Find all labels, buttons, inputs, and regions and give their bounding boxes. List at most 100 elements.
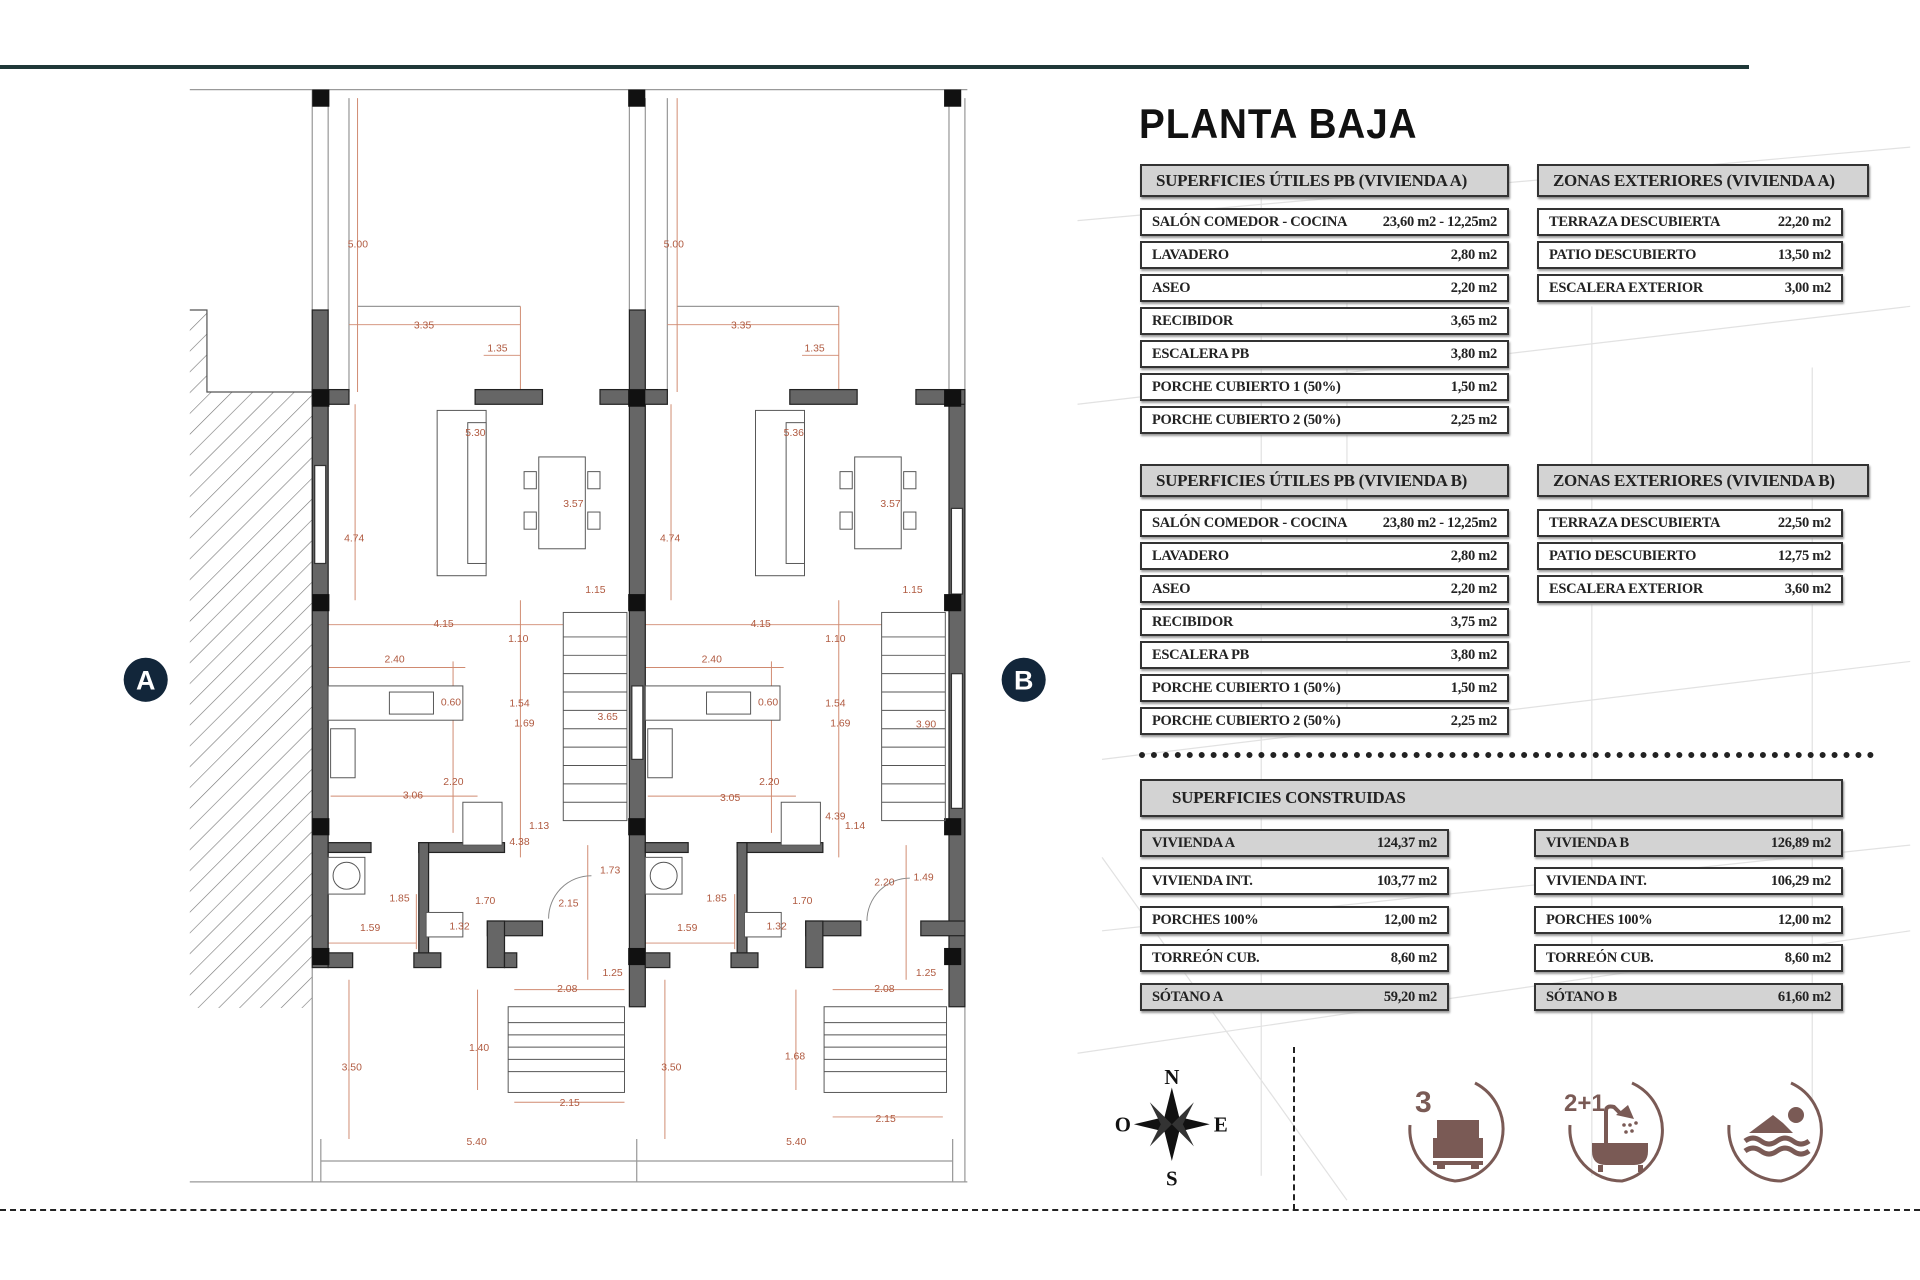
bedroom-icon: 3 xyxy=(1408,1081,1505,1183)
table-header-exterior-b: ZONAS EXTERIORES (VIVIENDA B) xyxy=(1537,464,1869,497)
dim-label: 3.06 xyxy=(403,791,423,802)
stairs xyxy=(507,611,948,1093)
top-rule xyxy=(0,65,1749,69)
dim-label: 1.49 xyxy=(913,873,933,884)
dim-label: 1.10 xyxy=(508,634,528,645)
svg-text:N: N xyxy=(1164,1065,1179,1089)
dim-label: 2.15 xyxy=(558,898,578,909)
vertical-dashed-divider xyxy=(1293,1047,1295,1210)
dim-label: 1.68 xyxy=(785,1051,805,1062)
dim-label: 1.32 xyxy=(449,922,469,933)
dim-label: 4.15 xyxy=(433,619,453,630)
dim-label: 1.54 xyxy=(509,699,529,710)
dim-label: 1.35 xyxy=(487,344,507,355)
dim-label: 2.08 xyxy=(557,984,577,995)
dim-label: 4.74 xyxy=(660,533,680,544)
dim-label: 3.35 xyxy=(731,320,751,331)
dim-label: 1.59 xyxy=(360,923,380,934)
bathroom-icon: 2+1 xyxy=(1564,1081,1664,1183)
dim-label: 3.90 xyxy=(916,720,936,731)
table-row: PORCHES 100%12,00 m2 xyxy=(1140,906,1449,934)
dim-label: 1.40 xyxy=(469,1043,489,1054)
dim-label: 1.35 xyxy=(804,344,824,355)
dim-label: 2.15 xyxy=(560,1098,580,1109)
dim-label: 1.69 xyxy=(830,718,850,729)
dim-label: 2.08 xyxy=(874,984,894,995)
table-row: PORCHE CUBIERTO 2 (50%)2,25 m2 xyxy=(1140,707,1509,735)
dim-label: 4.15 xyxy=(751,619,771,630)
dim-label: 1.59 xyxy=(677,923,697,934)
table-header-vivienda-a: SUPERFICIES ÚTILES PB (VIVIENDA A) xyxy=(1140,164,1509,197)
svg-text:E: E xyxy=(1214,1113,1228,1137)
marker-b: B xyxy=(1001,657,1046,702)
compass-rose: N S E O xyxy=(1115,1065,1228,1191)
dim-label: 1.54 xyxy=(825,699,845,710)
svg-text:B: B xyxy=(1014,666,1033,696)
table-header-vivienda-b: SUPERFICIES ÚTILES PB (VIVIENDA B) xyxy=(1140,464,1509,497)
page-title: PLANTA BAJA xyxy=(1139,100,1418,147)
dim-label: 4.39 xyxy=(825,811,845,822)
dim-label: 5.00 xyxy=(348,240,368,251)
dim-label: 5.36 xyxy=(784,428,804,439)
dim-label: 1.70 xyxy=(792,896,812,907)
svg-text:2+1: 2+1 xyxy=(1564,1090,1605,1117)
dim-label: 1.15 xyxy=(902,585,922,596)
marker-a: A xyxy=(123,657,168,702)
table-row: VIVIENDA INT.103,77 m2 xyxy=(1140,867,1449,895)
furniture xyxy=(327,409,917,938)
dim-label: 1.85 xyxy=(707,893,727,904)
svg-text:S: S xyxy=(1166,1167,1178,1191)
dim-label: 1.32 xyxy=(767,922,787,933)
dim-label: 3.57 xyxy=(563,499,583,510)
svg-text:A: A xyxy=(136,666,155,696)
dim-label: 2.20 xyxy=(443,777,463,788)
dim-label: 0.60 xyxy=(441,698,461,709)
dim-label: 3.65 xyxy=(598,712,618,723)
dim-label: 3.50 xyxy=(342,1062,362,1073)
dim-label: 3.50 xyxy=(661,1062,681,1073)
hatched-ground xyxy=(189,392,313,1008)
dim-label: 1.14 xyxy=(845,821,865,832)
dim-label: 2.40 xyxy=(702,655,722,666)
table-header-exterior-a: ZONAS EXTERIORES (VIVIENDA A) xyxy=(1537,164,1869,197)
dim-label: 3.57 xyxy=(880,499,900,510)
dim-label: 3.05 xyxy=(720,793,740,804)
table-row: PORCHE CUBIERTO 2 (50%)2,25 m2 xyxy=(1140,406,1509,434)
bottom-dashed-rule xyxy=(0,1209,1920,1211)
dim-label: 2.20 xyxy=(874,878,894,889)
dim-label: 2.20 xyxy=(759,777,779,788)
dim-label: 1.15 xyxy=(585,585,605,596)
dotted-divider xyxy=(1139,752,1874,758)
svg-text:O: O xyxy=(1115,1113,1131,1137)
table-row: TORREÓN CUB.8,60 m2 xyxy=(1534,944,1843,972)
dim-label: 1.13 xyxy=(529,821,549,832)
table-header-construidas: SUPERFICIES CONSTRUIDAS xyxy=(1140,779,1843,817)
dim-label: 3.35 xyxy=(414,320,434,331)
dim-label: 4.74 xyxy=(344,533,364,544)
table-row: PORCHE CUBIERTO 1 (50%)1,50 m2 xyxy=(1140,674,1509,702)
dim-label: 1.73 xyxy=(600,865,620,876)
dim-label: 1.10 xyxy=(825,634,845,645)
dim-label: 5.00 xyxy=(664,240,684,251)
pool-icon xyxy=(1727,1081,1823,1183)
walls xyxy=(311,309,966,1008)
dim-label: 1.85 xyxy=(389,893,409,904)
dim-label: 5.30 xyxy=(465,428,485,439)
